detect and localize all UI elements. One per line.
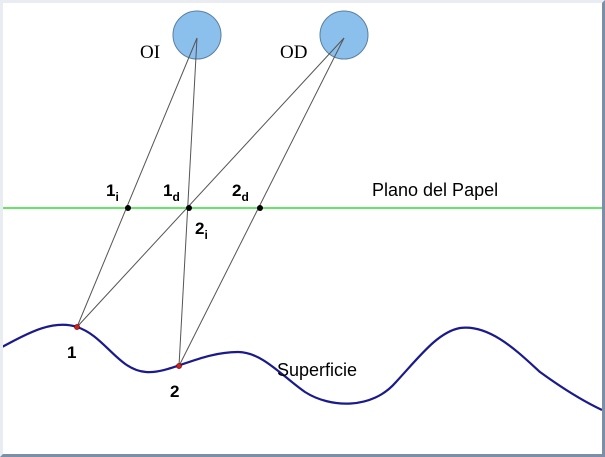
paper-plane-label: Plano del Papel	[372, 180, 498, 200]
right-eye	[319, 10, 369, 60]
projection-label-1i-main: 1	[106, 181, 115, 200]
sight-line-od-2	[178, 37, 345, 367]
surface-label: Superficie	[277, 360, 357, 380]
projection-label-2i-sub: i	[204, 228, 207, 242]
projection-label-2d-sub: d	[241, 190, 248, 204]
surface-point-1-label: 1	[67, 343, 76, 362]
surface-point-2-label: 2	[170, 382, 179, 401]
right-eye-label: OD	[280, 42, 307, 63]
sight-line-oi-1	[76, 37, 198, 328]
projection-label-2i-main: 2	[195, 219, 204, 238]
sight-lines	[76, 37, 345, 367]
surface-point-2	[176, 363, 182, 369]
sight-line-oi-2	[178, 37, 198, 367]
projection-label-1d-main: 1	[163, 181, 172, 200]
projection-dot-1d-2i	[186, 205, 192, 211]
sight-line-od-1	[76, 37, 345, 328]
projection-dot-1i	[125, 205, 131, 211]
projection-dot-2d	[257, 205, 263, 211]
surface-curve	[0, 323, 603, 411]
projection-label-1d-sub: d	[172, 190, 179, 204]
surface-point-1	[74, 324, 80, 330]
projection-label-2i: 2i	[195, 219, 208, 242]
projection-label-1i-sub: i	[115, 190, 118, 204]
projection-label-1d: 1d	[163, 181, 180, 204]
projection-label-2d-main: 2	[232, 181, 241, 200]
projection-label-2d: 2d	[232, 181, 249, 204]
left-eye	[172, 10, 222, 60]
projection-label-1i: 1i	[106, 181, 119, 204]
left-eye-label: OI	[140, 42, 160, 63]
